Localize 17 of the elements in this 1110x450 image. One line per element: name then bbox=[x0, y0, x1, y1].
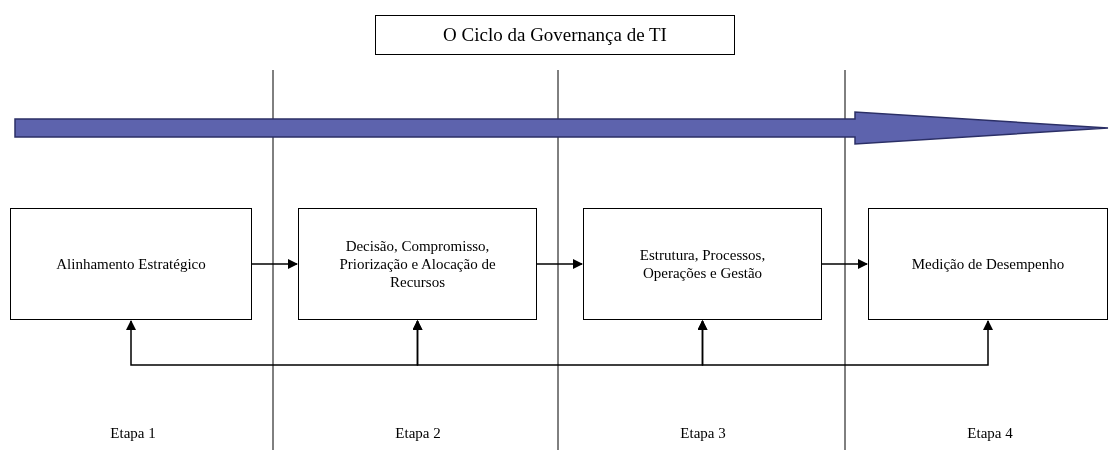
arrow bbox=[251, 259, 298, 269]
box-text: Medição de Desempenho bbox=[910, 255, 1066, 273]
process-box bbox=[583, 208, 822, 320]
process-box bbox=[868, 208, 1108, 320]
arrow bbox=[536, 259, 583, 269]
arrow bbox=[697, 320, 993, 366]
title-box: O Ciclo da Governança de TI bbox=[375, 15, 735, 55]
stage-label: Etapa 3 bbox=[680, 425, 726, 442]
box-text: Decisão, Compromisso, Priorização e Alocação de Recursos bbox=[338, 237, 497, 291]
stage-label: Etapa 1 bbox=[110, 425, 156, 442]
box-text: Estrutura, Processos, Operações e Gestão bbox=[638, 246, 767, 282]
stage-label: Etapa 4 bbox=[967, 425, 1013, 442]
stage-label: Etapa 2 bbox=[395, 425, 441, 442]
arrow bbox=[821, 259, 868, 269]
process-box bbox=[10, 208, 252, 320]
box-text: Alinhamento Estratégico bbox=[55, 255, 207, 273]
process-box bbox=[298, 208, 537, 320]
